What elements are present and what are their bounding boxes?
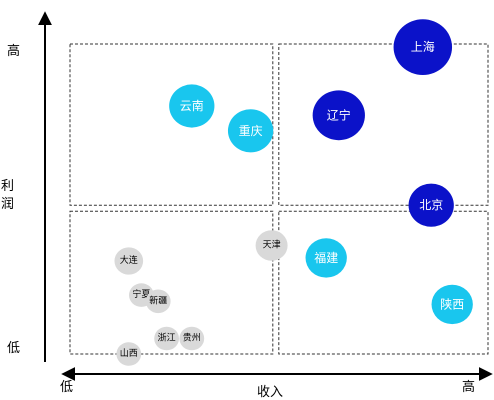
- bubble-label: 北京: [419, 198, 443, 212]
- quadrant-top-right: [278, 43, 489, 206]
- x-high-label: 高: [462, 379, 475, 395]
- bubble-label: 上海: [411, 39, 435, 54]
- bubble-label: 云南: [180, 98, 204, 113]
- bubble-point: [169, 84, 215, 128]
- bubble-label: 贵州: [183, 332, 201, 344]
- bubble-layer: 上海辽宁北京 云南重庆福建陕西 天津大连宁夏新疆浙江贵州山西: [114, 19, 473, 366]
- bubble-label: 天津: [263, 240, 281, 251]
- bubble-point: [179, 326, 205, 351]
- bubble-point: [393, 19, 453, 75]
- bubble-label: 浙江: [158, 332, 176, 344]
- y-low-label: 低: [7, 341, 20, 356]
- quadrant-top-left: [69, 43, 274, 206]
- bubble-label: 山西: [120, 348, 138, 359]
- bubble-point: [255, 230, 288, 261]
- bubble-label: 新疆: [149, 294, 167, 306]
- quadrant-bottom-left: [69, 210, 274, 355]
- x-axis-label: 收入: [257, 385, 283, 400]
- bubble-point: [431, 284, 473, 325]
- bubble-label: 大连: [120, 254, 138, 266]
- bubble-label: 陕西: [440, 296, 464, 311]
- bubble-point: [114, 247, 144, 275]
- quadrant-bottom-right: [278, 210, 489, 355]
- quadrant-frames: [69, 43, 489, 355]
- bubble-point: [154, 326, 180, 351]
- y-high-label: 高: [7, 43, 20, 59]
- bubble-point: [227, 109, 274, 153]
- bubble-point: [312, 90, 365, 141]
- bubble-label: 重庆: [239, 124, 263, 138]
- y-axis-label: 利润: [1, 179, 14, 212]
- bubble-label: 辽宁: [327, 107, 351, 122]
- bubble-label: 宁夏: [132, 288, 150, 300]
- bubble-point: [145, 289, 171, 314]
- bubble-point: [408, 183, 454, 227]
- x-low-label: 低: [60, 380, 73, 395]
- bubble-point: [305, 238, 347, 278]
- bubble-label: 福建: [314, 250, 338, 265]
- bubble-point: [116, 342, 142, 366]
